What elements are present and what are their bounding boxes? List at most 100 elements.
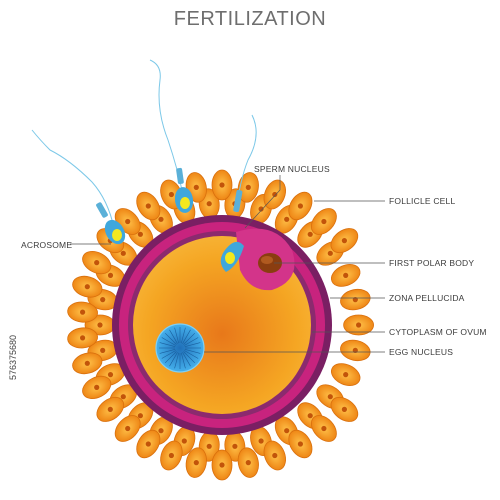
- nucleus-line: [181, 327, 186, 344]
- follicle-cell-nucleus: [219, 462, 225, 468]
- follicle-cell-nucleus: [321, 425, 327, 432]
- diagram-title: FERTILIZATION: [173, 8, 327, 30]
- sperm-3: [220, 114, 257, 272]
- sperm-midpiece: [96, 202, 108, 218]
- follicle-cell-nucleus: [94, 260, 100, 266]
- nucleus-line: [164, 332, 177, 345]
- follicle-cell-nucleus: [97, 322, 103, 328]
- label-sperm-nucleus: SPERM NUCLEUS: [254, 164, 330, 174]
- nucleus-line: [174, 352, 179, 369]
- nucleus-line: [184, 349, 201, 354]
- label-cytoplasm-of-ovum: CYTOPLASM OF OVUM: [389, 327, 487, 337]
- label-egg-nucleus: EGG NUCLEUS: [389, 347, 454, 357]
- follicle-cell-nucleus: [168, 452, 174, 459]
- follicle-cell-nucleus: [245, 184, 251, 190]
- acrosome: [180, 197, 190, 209]
- nucleus-line: [169, 352, 178, 367]
- follicle-cell-nucleus: [80, 335, 86, 341]
- label-zona-pellucida: ZONA PELLUCIDA: [389, 293, 465, 303]
- nucleus-line: [182, 329, 191, 344]
- nucleus-line: [183, 332, 196, 345]
- follicle-cell-nucleus: [272, 452, 278, 459]
- follicle-cell-nucleus: [272, 191, 278, 198]
- egg-nucleus-outline: [155, 323, 205, 373]
- follicle-cell-nucleus: [125, 218, 131, 225]
- follicle-cell-nucleus: [341, 238, 347, 244]
- follicle-cell-nucleus: [343, 372, 349, 378]
- leader-sperm-nucleus: [244, 175, 281, 229]
- follicle-cell-nucleus: [232, 443, 238, 449]
- nucleus-line: [161, 337, 176, 346]
- nucleus-line: [159, 342, 176, 347]
- follicle-cell-nucleus: [137, 413, 143, 419]
- follicle-cell-nucleus: [193, 460, 199, 466]
- acrosome: [112, 229, 122, 241]
- follicle-cell-nucleus: [284, 216, 290, 222]
- follicle-cell-nucleus: [297, 441, 303, 447]
- nucleus-line: [159, 349, 176, 354]
- follicle-cell-nucleus: [107, 272, 114, 278]
- follicle-cell-nucleus: [284, 428, 290, 434]
- follicle-cell-nucleus: [158, 428, 164, 434]
- leader-lines: [70, 175, 385, 353]
- label-follicle-cell: FOLLICLE CELL: [389, 196, 456, 206]
- follicle-cell-nucleus: [343, 272, 349, 278]
- nucleus-line: [169, 329, 178, 344]
- sperm-nucleus: [225, 252, 235, 264]
- follicle-cell-nucleus: [341, 406, 347, 412]
- follicle-cell-nucleus: [307, 231, 313, 237]
- sperm-2: [149, 59, 194, 213]
- follicle-cell-nucleus: [219, 182, 225, 188]
- nucleus-line: [161, 350, 176, 359]
- follicle-cell-nucleus: [297, 203, 303, 209]
- follicle-cell-nucleus: [145, 203, 151, 209]
- nucleus-line: [184, 337, 199, 346]
- follicle-cell-nucleus: [193, 184, 199, 190]
- nucleus-line: [174, 327, 179, 344]
- label-acrosome: ACROSOME: [21, 240, 73, 250]
- follicle-cell-nucleus: [321, 218, 327, 225]
- nucleus-line: [182, 352, 191, 367]
- nucleus-texture: [159, 327, 201, 369]
- follicle-cell-nucleus: [107, 372, 114, 378]
- nucleus-line: [183, 351, 196, 364]
- follicle-cell-nucleus: [100, 347, 106, 353]
- nucleus-line: [184, 350, 199, 359]
- follicle-cells: [67, 169, 375, 481]
- follicle-cell-nucleus: [206, 201, 212, 207]
- follicle-cell-nucleus: [100, 297, 106, 303]
- sperm-1: [31, 129, 126, 245]
- follicle-cell-nucleus: [206, 443, 212, 449]
- follicle-cell-nucleus: [327, 250, 333, 256]
- follicle-cell-nucleus: [327, 394, 333, 400]
- nucleus-line: [181, 352, 186, 369]
- sperm-tail: [31, 129, 115, 229]
- nucleus-line: [184, 342, 201, 347]
- follicle-cell-nucleus: [137, 231, 143, 237]
- label-first-polar-body: FIRST POLAR BODY: [389, 258, 475, 268]
- sperm-midpiece: [176, 167, 184, 185]
- follicle-cell-nucleus: [84, 360, 90, 366]
- follicle-cell-nucleus: [107, 406, 113, 412]
- sperm-tail: [149, 59, 184, 196]
- follicle-cell-nucleus: [145, 441, 151, 447]
- follicle-cell-nucleus: [258, 438, 264, 444]
- follicle-cell-nucleus: [307, 413, 313, 419]
- nucleus-line: [164, 351, 177, 364]
- follicle-cell-nucleus: [356, 322, 362, 328]
- sperm-midpiece: [233, 189, 243, 213]
- follicle-cell-nucleus: [125, 425, 131, 432]
- stock-id: 576375680: [8, 334, 18, 380]
- follicle-cell-nucleus: [245, 460, 251, 466]
- follicle-cell-nucleus: [158, 216, 164, 222]
- polar-body-highlight: [261, 256, 273, 264]
- follicle-cell-nucleus: [94, 384, 100, 390]
- follicle-cell-nucleus: [181, 438, 187, 444]
- follicle-cell-nucleus: [84, 284, 90, 290]
- follicle-cell-nucleus: [168, 191, 174, 198]
- follicle-cell-nucleus: [120, 250, 126, 256]
- follicle-cell-nucleus: [258, 206, 264, 212]
- follicle-cell-nucleus: [120, 394, 126, 400]
- follicle-cell-nucleus: [80, 309, 86, 315]
